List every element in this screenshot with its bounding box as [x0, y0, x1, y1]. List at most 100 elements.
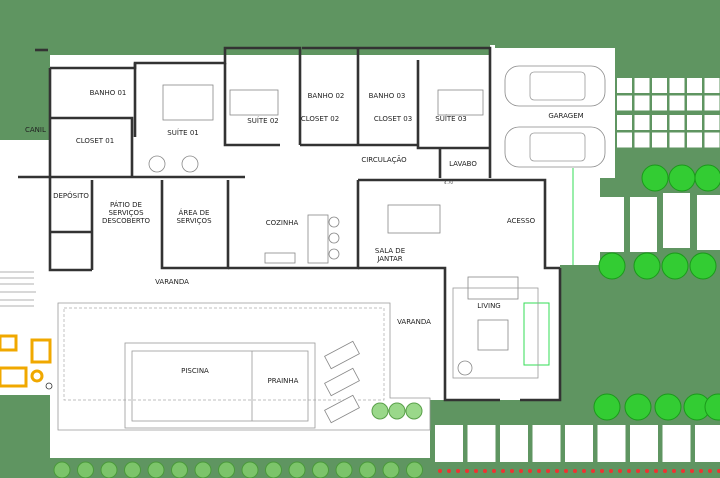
flower-icon — [654, 469, 658, 473]
label-banho-03: BANHO 03 — [369, 92, 406, 100]
label-closet-03: CLOSET 03 — [374, 115, 412, 123]
tree-icon — [694, 164, 720, 192]
stepping-stone — [652, 95, 667, 111]
cars — [504, 65, 606, 168]
stepping-stones-grid — [435, 78, 720, 462]
shrub-icon — [194, 461, 212, 478]
stepping-stone — [435, 425, 463, 462]
stepping-stone — [634, 132, 650, 148]
trees — [371, 164, 720, 421]
tree-icon — [641, 164, 669, 192]
label-area-2: SERVIÇOS — [176, 217, 212, 225]
shrub-icon — [241, 461, 259, 478]
flower-icon — [519, 469, 523, 473]
label-sala-2: JANTAR — [376, 255, 402, 263]
stepping-stone — [704, 95, 720, 111]
shrub-icon — [53, 461, 71, 478]
label-canil: CANIL — [25, 126, 46, 134]
label-varanda-1: VARANDA — [155, 278, 189, 286]
flower-icon — [474, 469, 478, 473]
flower-icon — [690, 469, 694, 473]
stepping-stone — [532, 425, 561, 462]
shrub-icon — [288, 461, 306, 478]
stepping-stone — [669, 132, 685, 148]
stepping-stone — [617, 132, 632, 148]
flower-icon — [465, 469, 469, 473]
stepping-stone — [467, 425, 496, 462]
flower-icon — [663, 469, 667, 473]
stepping-stone — [687, 95, 702, 111]
flower-icon — [591, 469, 595, 473]
flower-icon — [501, 469, 505, 473]
tree-icon — [593, 393, 621, 421]
flower-icon — [546, 469, 550, 473]
flower-icon — [447, 469, 451, 473]
tree-icon — [661, 252, 689, 280]
shrub-icon — [359, 461, 376, 478]
stepping-stone — [630, 197, 657, 252]
shrub-icon — [405, 402, 423, 420]
stepping-stone — [695, 425, 720, 462]
shrub-icon — [371, 402, 389, 420]
stepping-stone — [598, 197, 624, 252]
flower-icon — [573, 469, 577, 473]
label-sala-1: SALA DE — [375, 247, 405, 255]
flower-icon — [510, 469, 514, 473]
pool-border — [124, 342, 316, 429]
flower-icon — [618, 469, 622, 473]
flower-icon — [528, 469, 532, 473]
stepping-stone — [617, 78, 632, 93]
shrub-icon — [218, 461, 235, 478]
flower-icon — [483, 469, 487, 473]
flower-icon — [636, 469, 640, 473]
flower-icon — [555, 469, 559, 473]
shrub-icon — [171, 461, 188, 478]
stepping-stone — [652, 115, 667, 130]
label-piscina: PISCINA — [181, 367, 209, 375]
label-lavabo: LAVABO — [449, 160, 477, 168]
label-garagem: GARAGEM — [548, 112, 583, 120]
stepping-stone — [687, 132, 702, 148]
label-banho-01: BANHO 01 — [90, 89, 127, 97]
tree-icon — [598, 252, 626, 280]
tree-icon — [633, 252, 661, 280]
shrub-icon — [124, 461, 141, 478]
flower-icon — [456, 469, 460, 473]
pool-area — [57, 302, 431, 431]
label-deposito: DEPÓSITO — [53, 191, 89, 200]
stepping-stone — [663, 193, 690, 248]
shrub-icon — [265, 461, 282, 478]
label-varanda-2: VARANDA — [397, 318, 431, 326]
flower-icon — [627, 469, 631, 473]
shrub-icon — [335, 461, 353, 478]
stepping-stone — [500, 425, 528, 462]
label-closet-01: CLOSET 01 — [76, 137, 114, 145]
interior-furniture — [148, 84, 550, 379]
label-banho-02: BANHO 02 — [308, 92, 345, 100]
hedge-row — [53, 461, 720, 478]
stepping-stone — [687, 115, 702, 130]
stepping-stone — [652, 78, 667, 93]
flower-icon — [609, 469, 613, 473]
flower-icon — [438, 469, 442, 473]
label-acesso: ACESSO — [507, 217, 536, 225]
tree-icon — [624, 393, 652, 421]
flower-icon — [537, 469, 541, 473]
flower-icon — [699, 469, 703, 473]
stepping-stone — [669, 115, 685, 130]
label-patio-2: SERVIÇOS — [108, 209, 144, 217]
label-patio-1: PÁTIO DE — [110, 200, 142, 209]
flower-icon — [672, 469, 676, 473]
stepping-stone — [704, 132, 720, 148]
stepping-stone — [669, 78, 685, 93]
walls — [18, 46, 562, 402]
stepping-stone — [617, 115, 632, 130]
label-suite-02: SUÍTE 02 — [247, 116, 278, 125]
stepping-stone — [697, 195, 720, 250]
tree-icon — [668, 164, 696, 192]
stepping-stone — [634, 78, 650, 93]
label-area-1: ÁREA DE — [179, 208, 210, 217]
sun-loungers — [324, 340, 360, 424]
tree-icon — [654, 393, 682, 421]
